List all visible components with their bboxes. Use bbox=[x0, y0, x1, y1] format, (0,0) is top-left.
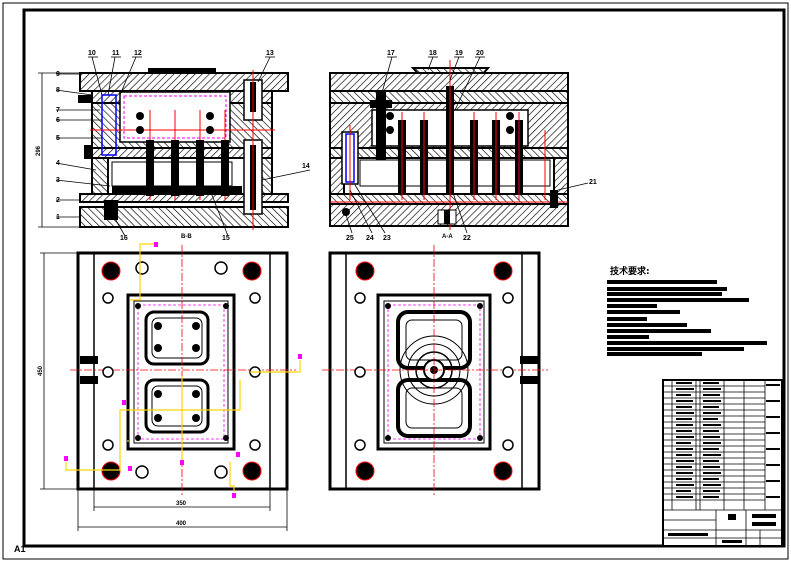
dimension-width-outer bbox=[77, 489, 288, 531]
front-view-part-labels bbox=[55, 56, 311, 237]
side-view-part-labels bbox=[345, 56, 589, 234]
part-label-23: 23 bbox=[383, 235, 391, 242]
part-label-20: 20 bbox=[476, 50, 484, 57]
part-label-15: 15 bbox=[222, 235, 230, 242]
section-mark-left: B-B bbox=[181, 234, 192, 240]
notes-title: 技术要求: bbox=[610, 265, 650, 277]
inner-border bbox=[22, 8, 786, 548]
part-label-16: 16 bbox=[120, 235, 128, 242]
part-label-1: 1 bbox=[56, 214, 60, 221]
notes-body-lines bbox=[607, 280, 767, 356]
part-label-14: 14 bbox=[302, 163, 310, 170]
dim-height-plan-text: 450 bbox=[38, 365, 44, 376]
part-label-3: 3 bbox=[56, 177, 60, 184]
dimension-height-plan bbox=[40, 252, 78, 490]
side-section-view bbox=[329, 60, 569, 230]
dim-height-front-text: 296 bbox=[36, 145, 42, 156]
part-label-18: 18 bbox=[429, 50, 437, 57]
part-label-6: 6 bbox=[56, 117, 60, 124]
dimension-height-front bbox=[38, 72, 80, 228]
part-label-13: 13 bbox=[266, 50, 274, 57]
section-mark-right: A-A bbox=[442, 234, 453, 240]
plan-view-right bbox=[322, 245, 548, 497]
part-label-12: 12 bbox=[134, 50, 142, 57]
part-label-7: 7 bbox=[56, 107, 60, 114]
part-label-8: 8 bbox=[56, 87, 60, 94]
part-label-2: 2 bbox=[56, 197, 60, 204]
part-label-17: 17 bbox=[387, 50, 395, 57]
sheet-mark: A1 bbox=[14, 544, 26, 554]
part-label-21: 21 bbox=[589, 179, 597, 186]
front-section-view bbox=[78, 68, 289, 230]
part-label-5: 5 bbox=[56, 135, 60, 142]
part-label-4: 4 bbox=[56, 160, 60, 167]
title-block bbox=[662, 379, 783, 547]
part-label-24: 24 bbox=[366, 235, 374, 242]
part-label-9: 9 bbox=[56, 71, 60, 78]
part-label-25: 25 bbox=[346, 235, 354, 242]
technical-notes: 技术要求: bbox=[607, 265, 767, 356]
part-label-11: 11 bbox=[112, 50, 120, 57]
part-label-19: 19 bbox=[455, 50, 463, 57]
part-label-22: 22 bbox=[463, 235, 471, 242]
dim-width-inner-text: 350 bbox=[176, 501, 187, 507]
dimension-width-inner bbox=[93, 489, 271, 511]
part-label-10: 10 bbox=[88, 50, 96, 57]
dim-width-outer-text: 400 bbox=[176, 521, 187, 527]
plan-view-left bbox=[64, 242, 302, 498]
